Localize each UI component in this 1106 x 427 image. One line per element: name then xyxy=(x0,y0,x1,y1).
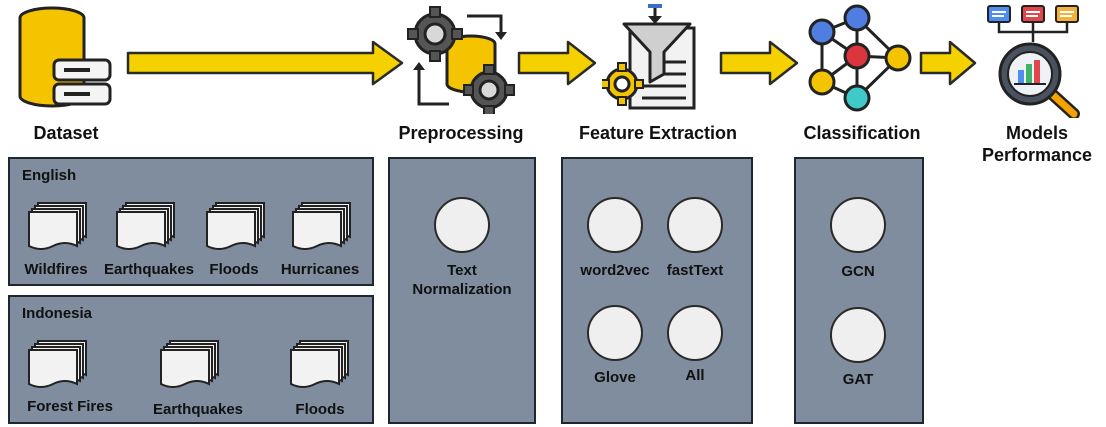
method-node xyxy=(434,197,490,253)
method-label: GCN xyxy=(841,263,875,280)
stage-label-models-performance: Models Performance xyxy=(976,122,1098,166)
stage-label-models-line2: Performance xyxy=(981,145,1093,165)
english-dataset-panel: English Wildfires Earthquakes Floods Hur… xyxy=(8,157,374,286)
method-node xyxy=(830,307,886,363)
english-item-label: Hurricanes xyxy=(280,261,360,278)
indonesia-panel-title: Indonesia xyxy=(22,305,93,322)
indonesia-item-label: Earthquakes xyxy=(152,401,244,418)
method-label-line2: Normalization xyxy=(412,281,512,298)
arrow-preprocessing-to-feature xyxy=(517,40,597,86)
english-item-label: Floods xyxy=(209,261,259,278)
method-node xyxy=(667,305,723,361)
indonesia-dataset-panel: Indonesia Forest Fires Earthquakes Flood… xyxy=(8,295,374,424)
method-label: Glove xyxy=(594,369,636,386)
method-label: fastText xyxy=(666,262,724,279)
method-label-line1: Text xyxy=(447,262,477,279)
analytics-magnifier-icon xyxy=(987,5,1080,118)
stage-label-preprocessing: Preprocessing xyxy=(398,123,524,143)
indonesia-item-label: Forest Fires xyxy=(27,398,113,415)
method-node xyxy=(667,197,723,253)
english-item-label: Wildfires xyxy=(24,261,88,278)
document-stack-icon xyxy=(114,201,180,253)
method-label: word2vec xyxy=(580,262,650,279)
method-node xyxy=(587,305,643,361)
preprocessing-panel: Text Normalization xyxy=(388,157,536,424)
indonesia-item-label: Floods xyxy=(295,401,345,418)
arrow-classification-to-models xyxy=(919,40,977,86)
method-node xyxy=(587,197,643,253)
document-stack-icon xyxy=(158,339,224,391)
document-stack-icon xyxy=(26,201,92,253)
gears-database-icon xyxy=(407,6,515,114)
stage-label-models-line1: Models xyxy=(1005,123,1068,143)
database-icon xyxy=(18,6,112,108)
neural-network-icon xyxy=(808,4,912,112)
document-stack-icon xyxy=(288,339,354,391)
document-stack-icon xyxy=(290,201,356,253)
english-item-label: Earthquakes xyxy=(103,261,195,278)
document-stack-icon xyxy=(204,201,270,253)
english-panel-title: English xyxy=(22,167,77,184)
funnel-document-icon xyxy=(602,4,696,110)
method-node xyxy=(830,197,886,253)
method-label: GAT xyxy=(842,371,874,388)
stage-label-feature-extraction: Feature Extraction xyxy=(578,123,738,143)
stage-label-dataset: Dataset xyxy=(33,123,99,143)
arrow-dataset-to-preprocessing xyxy=(126,40,404,86)
arrow-feature-to-classification xyxy=(719,40,799,86)
feature-extraction-panel: word2vec fastText Glove All xyxy=(561,157,753,424)
stage-label-classification: Classification xyxy=(803,123,921,143)
method-label: All xyxy=(685,367,705,384)
classification-panel: GCN GAT xyxy=(794,157,924,424)
document-stack-icon xyxy=(26,339,92,391)
method-label: Text Normalization xyxy=(412,261,511,299)
